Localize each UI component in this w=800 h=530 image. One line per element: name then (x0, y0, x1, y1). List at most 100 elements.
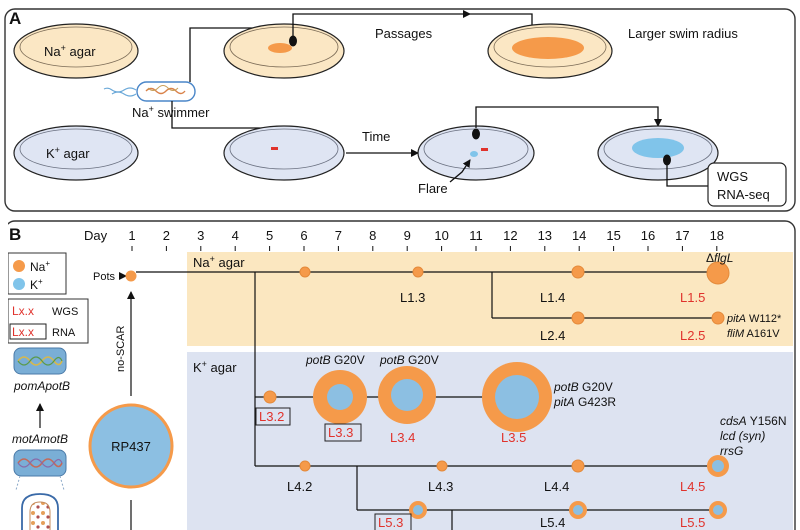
l4-3-label: L4.3 (428, 479, 453, 494)
k-start-dish (223, 125, 345, 181)
passages-label: Passages (375, 26, 433, 41)
na-passage-dish (223, 23, 345, 79)
legend-lxx-rna: Lx.x (12, 325, 34, 339)
cdsa-mutation: cdsA Y156N (720, 414, 787, 428)
legend-rna-label: RNA (52, 327, 76, 339)
flare-label: Flare (418, 181, 448, 196)
node-l5-4-core (573, 505, 583, 515)
l3-3-label: L3.3 (328, 425, 353, 440)
motamotb-construct-icon (13, 449, 67, 530)
l5-3-label: L5.3 (378, 515, 403, 530)
day-axis-label: Day (84, 228, 108, 243)
rp437-label: RP437 (111, 439, 151, 454)
day-tick-label: 10 (434, 228, 448, 243)
l3-5-label: L3.5 (501, 430, 526, 445)
day-tick-label: 1 (128, 228, 135, 243)
day-tick-label: 2 (163, 228, 170, 243)
na-agar-band (187, 252, 793, 346)
day-tick-label: 5 (266, 228, 273, 243)
node-day5-k (263, 390, 277, 404)
l3-4-label: L3.4 (390, 430, 415, 445)
rnaseq-label: RNA-seq (717, 187, 770, 202)
l5-4-label: L5.4 (540, 515, 565, 530)
k-agar-label: K+ agar (46, 145, 90, 161)
l3-2-box (255, 407, 291, 426)
k-agar-dish (13, 125, 139, 181)
swimmer-bacterium-icon (103, 81, 196, 102)
l2-5-label: L2.5 (680, 328, 705, 343)
l3-3-box (324, 423, 362, 442)
rrsg-mutation: rrsG (720, 444, 743, 458)
day-tick-label: 16 (641, 228, 655, 243)
pita-mutation-l3-5: pitA G423R (553, 395, 616, 409)
node-l4-4 (571, 459, 585, 473)
day-tick-label: 13 (538, 228, 552, 243)
panel-b-letter: B (9, 225, 21, 244)
node-l3-4-core (391, 379, 423, 411)
day-tick-label: 8 (369, 228, 376, 243)
day-tick-label: 9 (404, 228, 411, 243)
legend-na-swatch (13, 260, 25, 272)
wgs-dish (597, 125, 719, 181)
day-tick-label: 3 (197, 228, 204, 243)
node-l4-5-core (712, 460, 724, 472)
potb-mutation-l3-4: potB G20V (379, 353, 439, 367)
pots-label: Pots (93, 271, 116, 283)
l4-5-label: L4.5 (680, 479, 705, 494)
na-band-label: Na+ agar (193, 254, 245, 270)
node-l1-5 (706, 261, 730, 285)
legend-k-label: K+ (30, 277, 43, 292)
potb-mutation-l3-5: potB G20V (553, 380, 613, 394)
l5-3-box (374, 513, 412, 530)
l1-4-label: L1.4 (540, 290, 565, 305)
motamotb-label: motAmotB (12, 432, 68, 446)
day-tick-label: 7 (335, 228, 342, 243)
pomapotb-construct-icon (13, 347, 67, 375)
lcd-mutation: lcd (syn) (720, 429, 765, 443)
larger-radius-dish (487, 23, 613, 79)
na-agar-dish (13, 23, 139, 79)
swimmer-label: Na+ swimmer (132, 104, 210, 120)
wgs-label: WGS (717, 169, 748, 184)
node-l4-3 (436, 460, 448, 472)
pomapotb-label: pomApotB (13, 379, 70, 393)
flare-dish (417, 125, 535, 181)
legend-lxx-wgs: Lx.x (12, 304, 34, 318)
flare-to-wgs-arrow (475, 106, 662, 128)
na-agar-label: Na+ agar (44, 43, 96, 59)
panel-a-letter: A (9, 9, 21, 28)
l2-4-label: L2.4 (540, 328, 565, 343)
day-tick-label: 12 (503, 228, 517, 243)
node-l5-3-core (413, 505, 423, 515)
panel-a: A Na+ agar K+ agar Na+ swimmer (4, 8, 796, 212)
node-l1-3 (412, 266, 424, 278)
legend-k-swatch (13, 278, 25, 290)
day-tick-label: 4 (232, 228, 239, 243)
l5-5-label: L5.5 (680, 515, 705, 530)
node-day6-na (299, 266, 311, 278)
potb-mutation-l3-3: potB G20V (305, 353, 365, 367)
pita-mutation: pitA W112* (726, 313, 782, 325)
no-scar-label: no-SCAR (115, 325, 127, 372)
legend-wgs-label: WGS (52, 306, 78, 318)
node-day6-k (299, 460, 311, 472)
legend: Na+ K+ Lx.x WGS Lx.x RNA (8, 252, 89, 344)
pots-node (125, 270, 137, 282)
legend-na-label: Na+ (30, 259, 50, 274)
node-l3-3-core (327, 384, 353, 410)
node-l2-4 (571, 311, 585, 325)
passages-arrow-1 (292, 10, 471, 36)
dflgl-mutation: ΔflgL (706, 251, 733, 265)
flim-mutation: fliM A161V (727, 328, 780, 340)
k-band-label: K+ agar (193, 359, 237, 375)
l4-4-label: L4.4 (544, 479, 569, 494)
rp437-node (88, 403, 174, 489)
node-l1-4 (571, 265, 585, 279)
day-tick-label: 6 (300, 228, 307, 243)
l1-5-label: L1.5 (680, 290, 705, 305)
wgs-connector (666, 165, 708, 187)
